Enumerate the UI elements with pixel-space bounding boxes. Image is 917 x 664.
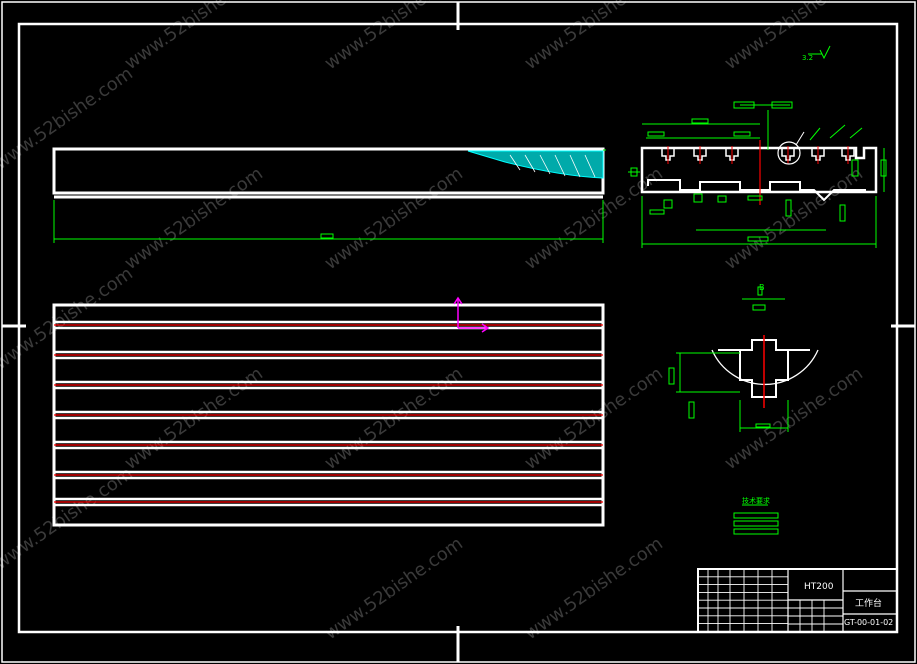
watermark-text: www.52bishe.com bbox=[321, 0, 467, 74]
side-slots bbox=[661, 146, 855, 164]
detail-view bbox=[668, 286, 819, 432]
technical-notes bbox=[733, 504, 779, 535]
section-label: B bbox=[759, 283, 765, 292]
technical-notes-heading: 技术要求 bbox=[742, 496, 770, 505]
watermark-text: www.52bishe.com bbox=[321, 533, 467, 644]
title-block-title: 工作台 bbox=[855, 597, 882, 609]
watermark-text: www.52bishe.com bbox=[121, 163, 267, 274]
plan-slots bbox=[54, 320, 603, 507]
watermark-text: www.52bishe.com bbox=[521, 0, 667, 74]
watermark-text: www.52bishe.com bbox=[321, 163, 467, 274]
title-block-material: HT200 bbox=[804, 582, 834, 592]
title-block bbox=[697, 568, 898, 633]
title-block-code: GT-00-01-02 bbox=[844, 618, 893, 627]
watermark-text: www.52bishe.com bbox=[0, 63, 137, 174]
watermark-text: www.52bishe.com bbox=[121, 0, 267, 74]
front-view bbox=[52, 147, 606, 243]
section-hatch bbox=[467, 150, 604, 179]
surface-roughness-note: 3.2 bbox=[802, 54, 813, 62]
watermark-text: www.52bishe.com bbox=[521, 533, 667, 644]
watermark-text: www.52bishe.com bbox=[0, 463, 137, 574]
watermark-text: www.52bishe.com bbox=[521, 163, 667, 274]
ucs-axis-icon bbox=[453, 296, 490, 333]
plan-view bbox=[52, 303, 605, 527]
side-section-view bbox=[628, 45, 887, 248]
watermark-text: www.52bishe.com bbox=[721, 0, 867, 74]
